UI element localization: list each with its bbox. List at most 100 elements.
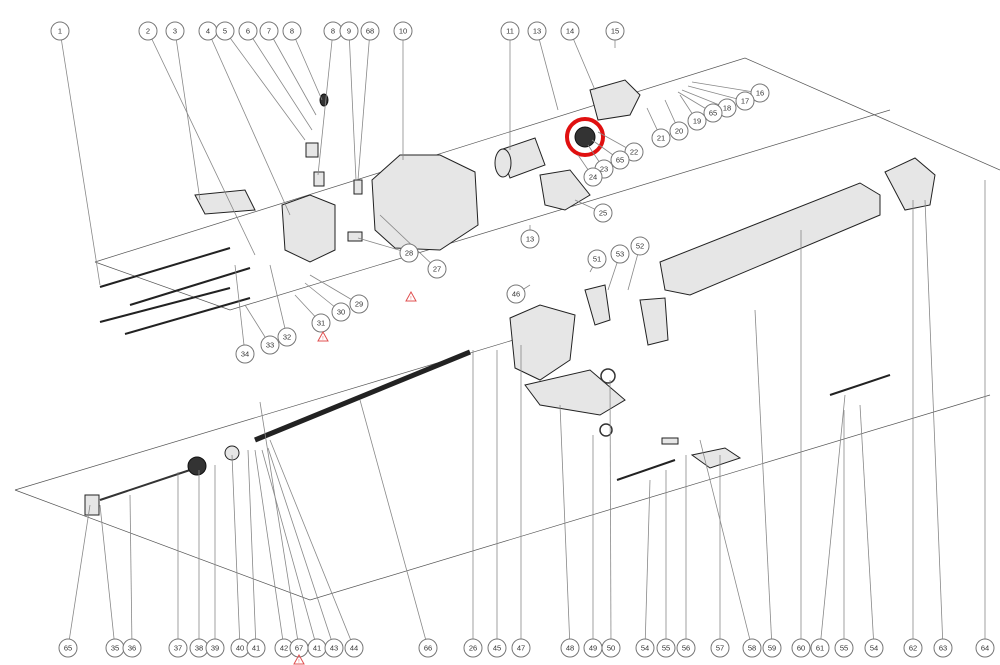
callout-11[interactable]: 11 [500, 21, 520, 41]
callout-3[interactable]: 3 [165, 21, 185, 41]
callout-35[interactable]: 35 [105, 638, 125, 658]
leader-line [259, 401, 300, 649]
leader-line [359, 399, 429, 649]
callout-63[interactable]: 63 [933, 638, 953, 658]
leader-line [859, 404, 875, 649]
callout-15[interactable]: 15 [605, 21, 625, 41]
callout-58[interactable]: 58 [742, 638, 762, 658]
callout-36[interactable]: 36 [122, 638, 142, 658]
callout-label: 15 [611, 27, 619, 36]
callout-55[interactable]: 55 [834, 638, 854, 658]
callout-label: 52 [636, 242, 644, 251]
callout-45[interactable]: 45 [487, 638, 507, 658]
callout-49[interactable]: 49 [583, 638, 603, 658]
callout-48[interactable]: 48 [560, 638, 580, 658]
callout-26[interactable]: 26 [463, 638, 483, 658]
callout-14[interactable]: 14 [560, 21, 580, 41]
callout-50[interactable]: 50 [601, 638, 621, 658]
leader-line [357, 30, 371, 181]
callout-label: 16 [756, 89, 764, 98]
callout-61[interactable]: 61 [810, 638, 830, 658]
callout-65[interactable]: 65 [703, 103, 723, 123]
leader-line [644, 479, 651, 649]
callout-31[interactable]: 31 [311, 313, 331, 333]
callout-53[interactable]: 53 [610, 244, 630, 264]
callout-41[interactable]: 41 [246, 638, 266, 658]
callout-27[interactable]: 27 [427, 259, 447, 279]
carriage-part-52 [639, 297, 669, 346]
callout-13[interactable]: 13 [520, 229, 540, 249]
callout-label: 37 [174, 644, 182, 653]
callout-13[interactable]: 13 [527, 21, 547, 41]
callout-33[interactable]: 33 [260, 335, 280, 355]
callout-4[interactable]: 4 [198, 21, 218, 41]
callout-54[interactable]: 54 [864, 638, 884, 658]
callout-8[interactable]: 8 [323, 21, 343, 41]
callout-25[interactable]: 25 [593, 203, 613, 223]
callout-2[interactable]: 2 [138, 21, 158, 41]
callout-21[interactable]: 21 [651, 128, 671, 148]
callout-19[interactable]: 19 [687, 111, 707, 131]
callout-24[interactable]: 24 [583, 167, 603, 187]
connector-part-9 [313, 171, 325, 187]
callout-label: 35 [111, 644, 119, 653]
callout-label: 29 [355, 300, 363, 309]
callout-65[interactable]: 65 [610, 150, 630, 170]
callout-20[interactable]: 20 [669, 121, 689, 141]
callout-17[interactable]: 17 [735, 91, 755, 111]
callout-label: 51 [593, 255, 601, 264]
leader-line [207, 30, 291, 216]
callout-47[interactable]: 47 [511, 638, 531, 658]
callout-39[interactable]: 39 [205, 638, 225, 658]
parts [84, 79, 936, 516]
callout-40[interactable]: 40 [230, 638, 250, 658]
callout-62[interactable]: 62 [903, 638, 923, 658]
callout-label: 11 [506, 27, 514, 36]
callout-52[interactable]: 52 [630, 236, 650, 256]
callout-57[interactable]: 57 [710, 638, 730, 658]
callout-65[interactable]: 65 [58, 638, 78, 658]
callout-label: 42 [280, 644, 288, 653]
callout-label: 44 [350, 644, 358, 653]
gearbox-cover-part-14 [589, 79, 641, 121]
callout-5[interactable]: 5 [215, 21, 235, 41]
warning-symbol: ! [410, 296, 411, 302]
callout-46[interactable]: 46 [506, 284, 526, 304]
warning-icon: ! [317, 330, 329, 342]
callout-41[interactable]: 41 [307, 638, 327, 658]
callout-60[interactable]: 60 [791, 638, 811, 658]
callout-10[interactable]: 10 [393, 21, 413, 41]
callout-label: 5 [223, 27, 227, 36]
callout-8[interactable]: 8 [282, 21, 302, 41]
leader-line [147, 30, 256, 256]
cable-part-61 [829, 374, 891, 396]
callout-16[interactable]: 16 [750, 83, 770, 103]
callout-37[interactable]: 37 [168, 638, 188, 658]
callout-54[interactable]: 54 [635, 638, 655, 658]
callout-32[interactable]: 32 [277, 327, 297, 347]
callout-label: 2 [146, 27, 150, 36]
leader-line [254, 449, 285, 649]
callout-label: 41 [313, 644, 321, 653]
callout-30[interactable]: 30 [331, 302, 351, 322]
callout-44[interactable]: 44 [344, 638, 364, 658]
callout-66[interactable]: 66 [418, 638, 438, 658]
callout-29[interactable]: 29 [349, 294, 369, 314]
callout-7[interactable]: 7 [259, 21, 279, 41]
callout-label: 30 [337, 308, 345, 317]
callout-59[interactable]: 59 [762, 638, 782, 658]
callout-51[interactable]: 51 [587, 249, 607, 269]
callout-68[interactable]: 68 [360, 21, 380, 41]
callout-55[interactable]: 55 [656, 638, 676, 658]
callout-64[interactable]: 64 [975, 638, 995, 658]
callout-56[interactable]: 56 [676, 638, 696, 658]
leader-line [291, 30, 323, 101]
callout-6[interactable]: 6 [238, 21, 258, 41]
callout-43[interactable]: 43 [324, 638, 344, 658]
callout-label: 61 [816, 644, 824, 653]
callout-38[interactable]: 38 [189, 638, 209, 658]
callout-9[interactable]: 9 [339, 21, 359, 41]
callout-1[interactable]: 1 [50, 21, 70, 41]
callout-28[interactable]: 28 [399, 243, 419, 263]
callout-34[interactable]: 34 [235, 344, 255, 364]
